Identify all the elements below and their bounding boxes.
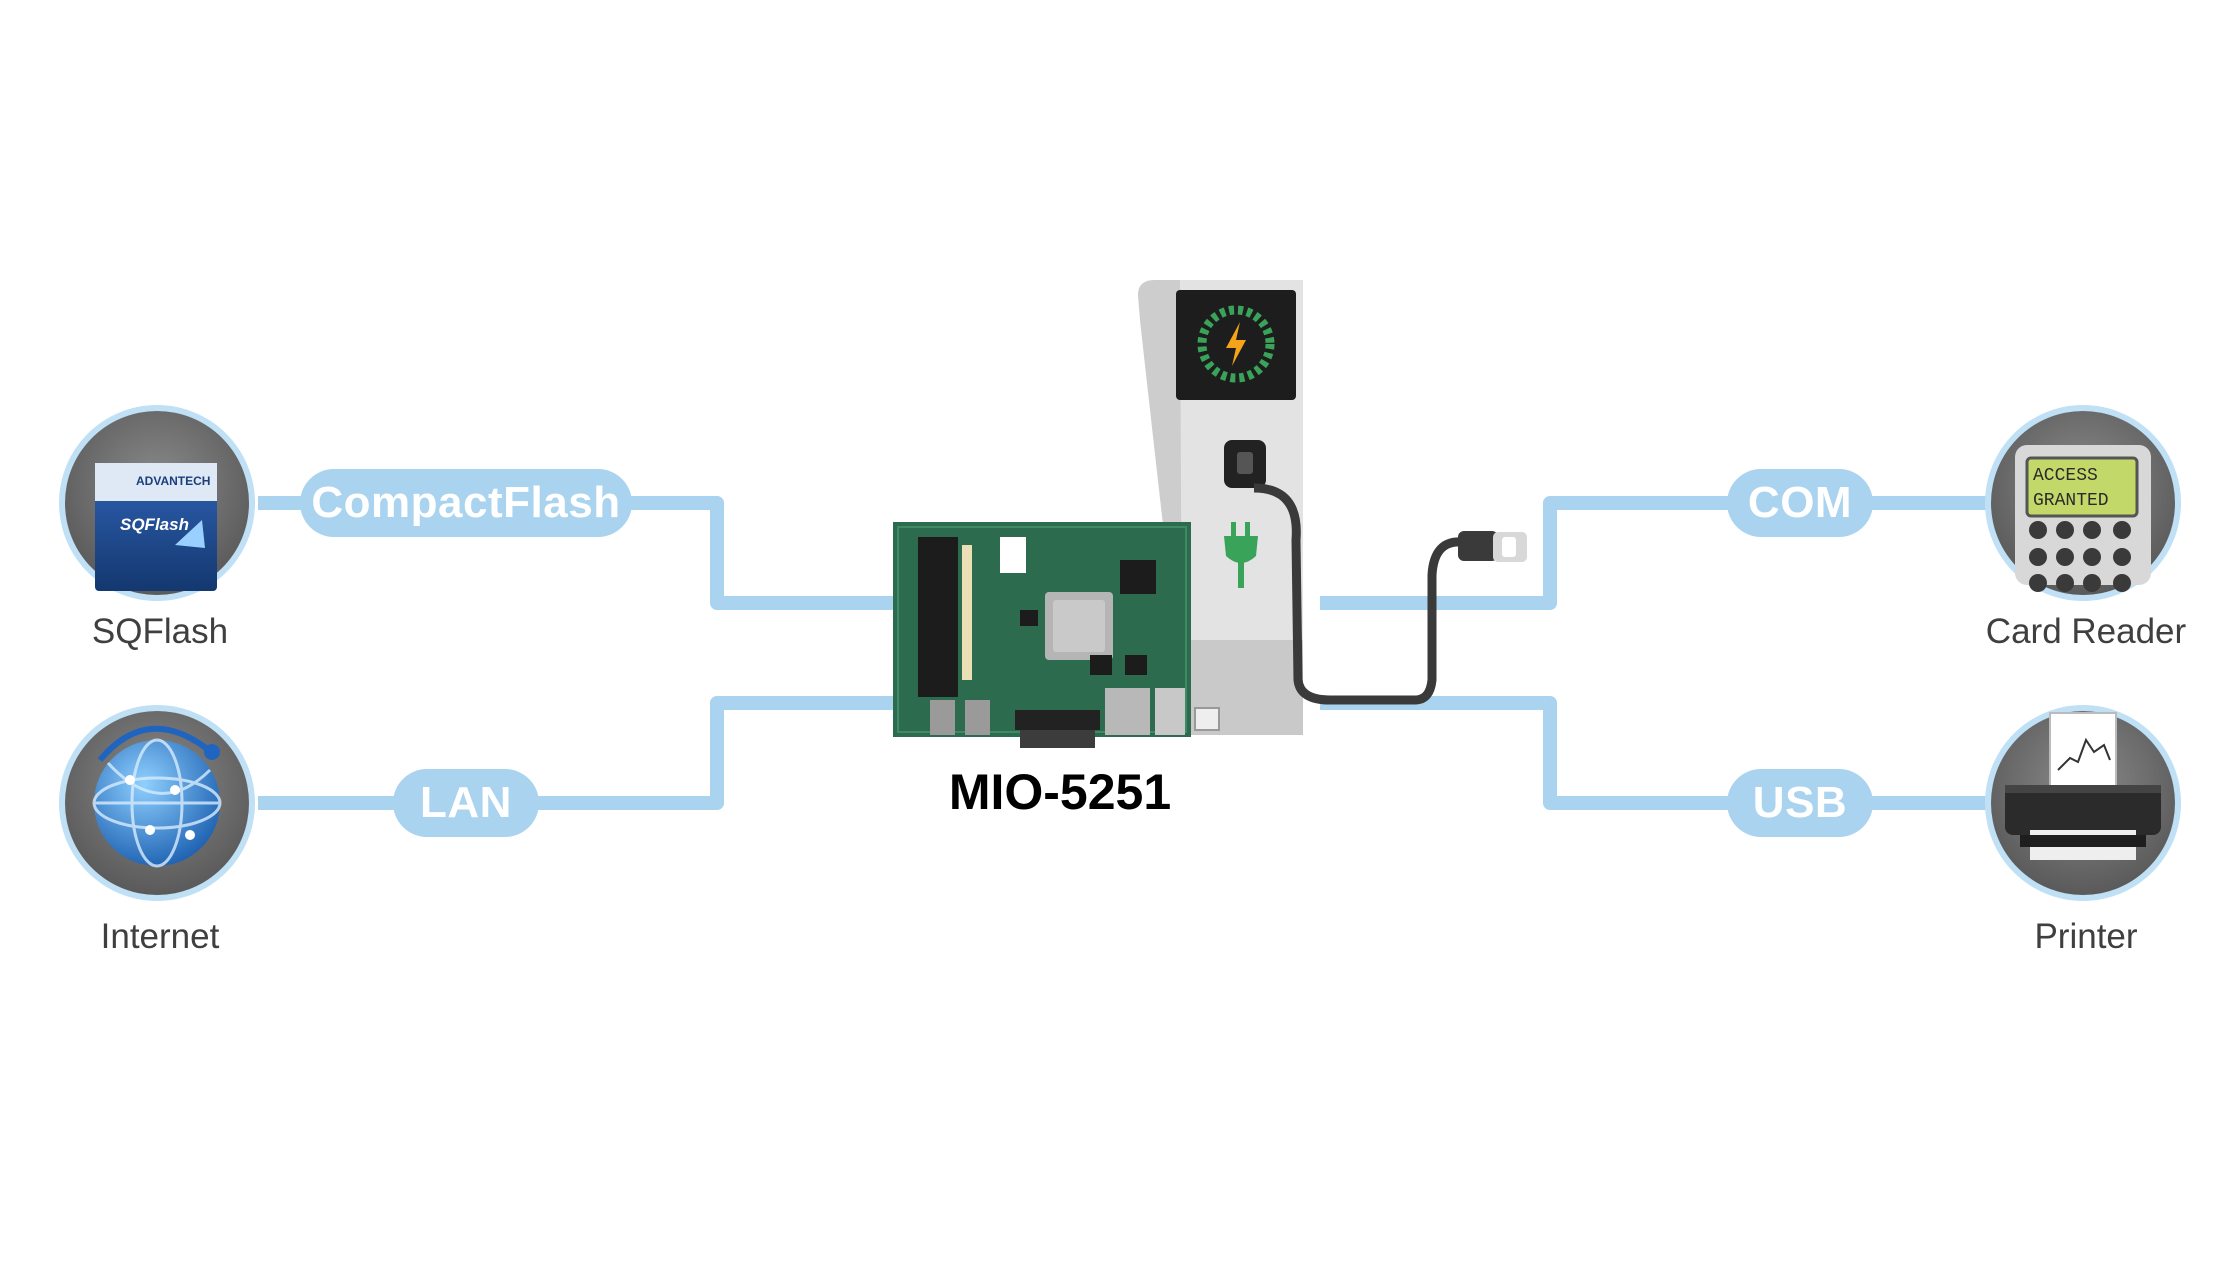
mio-5251-board xyxy=(893,522,1220,748)
com-pill: COM xyxy=(1727,469,1873,537)
sqflash-label: SQFlash xyxy=(91,612,229,651)
usb-pill: USB xyxy=(1727,769,1873,837)
internet-label: Internet xyxy=(100,917,220,956)
usb-line xyxy=(1320,696,1995,810)
lan-pill: LAN xyxy=(393,769,539,837)
com-line xyxy=(1320,496,1995,610)
compactflash-label: CompactFlash xyxy=(311,478,621,527)
reader-screen xyxy=(2025,456,2139,518)
com-label: COM xyxy=(1747,478,1853,527)
plug-icon xyxy=(1224,522,1258,588)
charge-gauge-icon xyxy=(1197,305,1275,383)
compactflash-pill: CompactFlash xyxy=(300,469,632,537)
lan-label: LAN xyxy=(420,778,512,827)
internet-device xyxy=(59,705,255,901)
sqflash-device xyxy=(59,405,255,601)
charging-kiosk xyxy=(1138,280,1527,735)
lan-line xyxy=(258,696,900,810)
product-name: MIO-5251 xyxy=(948,764,1172,820)
usb-label: USB xyxy=(1752,778,1848,827)
printer-label: Printer xyxy=(2034,917,2138,956)
printer-device xyxy=(1985,705,2181,901)
card-reader-device xyxy=(1985,405,2181,601)
charging-cable xyxy=(1253,483,1463,705)
card-reader-label: Card Reader xyxy=(1985,612,2187,651)
